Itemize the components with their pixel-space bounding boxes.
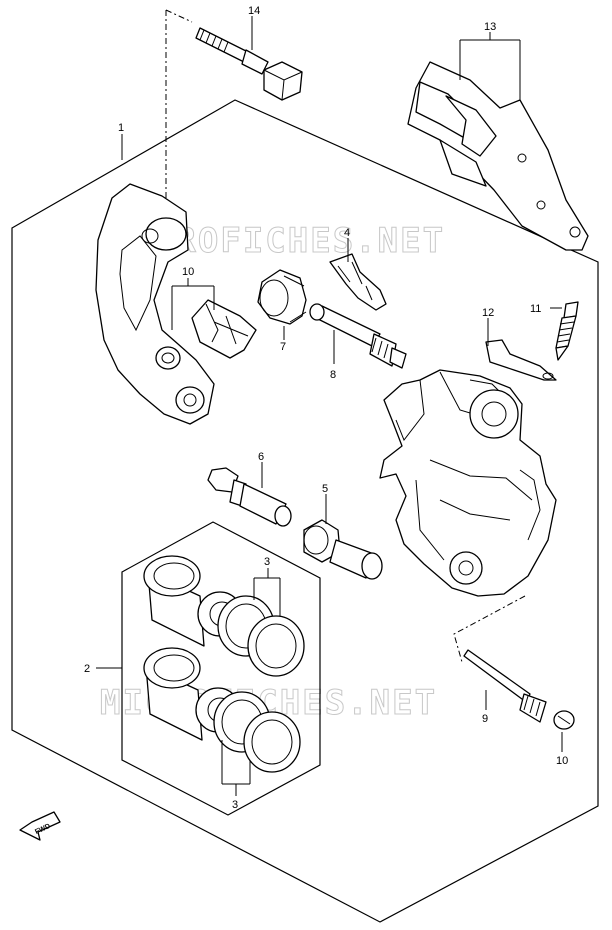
part-caliper-body: [379, 369, 557, 597]
part-pin-plug: [553, 710, 575, 730]
part-brake-pads: [407, 61, 589, 251]
callout-5: 5: [322, 483, 328, 495]
forward-arrow-icon: FWD: [19, 811, 61, 841]
callout-10: 10: [556, 755, 568, 767]
callout-15: 14: [248, 5, 260, 17]
callout-1: 1: [118, 122, 124, 134]
part-bleeder-cap: [485, 339, 557, 381]
assembly-frame: [11, 99, 599, 923]
part-pad-pin: [463, 649, 547, 723]
callout-13: 12: [482, 307, 494, 319]
part-pin-boot: [303, 519, 383, 580]
pin-axis-line: [453, 595, 526, 663]
piston-group-frame: [121, 521, 321, 816]
part-pad-spring: [329, 253, 387, 311]
part-slide-pin-small: [207, 467, 292, 527]
callout-14: 13: [484, 21, 496, 33]
bolt-axis-top: [165, 9, 193, 23]
callout-8: 8: [330, 369, 336, 381]
callout-6: 6: [258, 451, 264, 463]
callout-12: 11: [530, 303, 541, 315]
callout-4: 4: [344, 227, 350, 239]
callout-11: 10: [182, 266, 194, 278]
part-bolt: [195, 27, 303, 101]
callout-7: 7: [280, 341, 286, 353]
callout-2: 2: [84, 663, 90, 675]
part-piston-seals: [213, 595, 305, 773]
part-caliper-bracket: [95, 183, 215, 425]
leader-lines: [96, 16, 563, 796]
part-pad-clip: [191, 299, 257, 359]
callout-3-bottom: 3: [232, 799, 238, 811]
callout-3-top: 3: [264, 556, 270, 568]
part-bleeder-valve: [555, 301, 579, 361]
part-slide-pin: [309, 303, 407, 369]
callout-9: 9: [482, 713, 488, 725]
part-boot: [257, 269, 307, 325]
